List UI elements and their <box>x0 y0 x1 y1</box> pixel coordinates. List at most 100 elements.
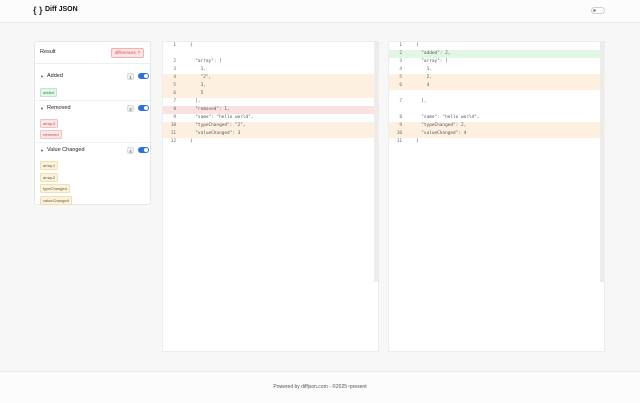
code-line: 6 4 <box>389 82 605 90</box>
line-text: "2", <box>190 75 212 80</box>
removed-item[interactable]: removed <box>40 130 62 139</box>
changed-item[interactable]: valueChanged <box>40 196 72 205</box>
line-text: "typeChanged": 2, <box>416 123 467 128</box>
code-line: 10 "typeChanged": "2", <box>163 122 379 130</box>
line-number: 2 <box>399 51 402 56</box>
line-number: 2 <box>173 59 176 64</box>
line-text: "added": 2, <box>416 51 451 56</box>
line-number: 10 <box>170 123 176 128</box>
section-changed-label: Value Changed <box>47 147 85 153</box>
line-text: 2, <box>416 75 432 80</box>
app-title: Diff JSON <box>45 6 78 13</box>
code-line: 10 "valueChanged": 4 <box>389 130 605 138</box>
line-text: { <box>416 43 419 48</box>
line-number: 3 <box>399 59 402 64</box>
section-added-toggle[interactable] <box>138 73 149 79</box>
chevron-down-icon: ▼ <box>40 74 44 79</box>
theme-toggle[interactable] <box>591 7 605 14</box>
code-line: 2 "array": [ <box>163 58 379 66</box>
section-added-count: 1 <box>127 73 134 80</box>
code-line: 9 "same": "hello world", <box>163 114 379 122</box>
section-divider <box>35 142 150 143</box>
line-text: "removed": 1, <box>190 107 230 112</box>
line-text: 1, <box>190 67 206 72</box>
section-changed-header[interactable]: ▼ Value Changed 4 <box>35 144 150 157</box>
differences-badge: differences: 7 <box>111 48 145 58</box>
code-line: 5 2, <box>389 74 605 82</box>
line-number: 10 <box>396 131 402 136</box>
vertical-scrollbar[interactable] <box>600 42 604 282</box>
line-text: "valueChanged": 4 <box>416 131 467 136</box>
code-line: 7 ], <box>163 98 379 106</box>
logo-braces-icon: { } <box>33 5 43 15</box>
line-number: 9 <box>399 123 402 128</box>
left-json-editor[interactable]: 1{ 2 "array": [ 3 1, 4 "2", 5 3, 6 5 7 ]… <box>162 41 379 352</box>
line-text: "array": [ <box>190 59 222 64</box>
line-text: 4 <box>416 83 430 88</box>
line-text: "same": "hello world", <box>190 115 254 120</box>
chevron-down-icon: ▼ <box>40 148 44 153</box>
code-line: 5 3, <box>163 82 379 90</box>
line-number: 7 <box>399 99 402 104</box>
line-number: 11 <box>396 139 402 144</box>
line-number: 11 <box>170 131 176 136</box>
section-added-header[interactable]: ▼ Added 1 <box>35 70 150 83</box>
code-line: 3 "array": [ <box>389 58 605 66</box>
line-number: 1 <box>173 43 176 48</box>
vertical-scrollbar[interactable] <box>374 42 378 282</box>
line-number: 8 <box>173 107 176 112</box>
line-text: ], <box>190 99 201 104</box>
code-line: 6 5 <box>163 90 379 98</box>
footer-text: Powered by diffjson.com - ©2025~present <box>273 384 367 390</box>
line-text: 5 <box>190 91 204 96</box>
code-line: 8 "removed": 1, <box>163 106 379 114</box>
chevron-down-icon: ▼ <box>40 106 44 111</box>
line-number: 6 <box>173 91 176 96</box>
section-removed-header[interactable]: ▼ Removed 2 <box>35 102 150 115</box>
line-text: } <box>190 139 193 144</box>
section-added-label: Added <box>47 73 63 79</box>
removed-item[interactable]: array.3 <box>40 119 59 128</box>
code-line: 4 1, <box>389 66 605 74</box>
line-text: ], <box>416 99 427 104</box>
line-text: { <box>190 43 193 48</box>
toggle-knob-icon <box>144 106 148 110</box>
toggle-knob-icon <box>593 9 596 12</box>
line-text: "array": [ <box>416 59 448 64</box>
line-number: 1 <box>399 43 402 48</box>
line-number: 8 <box>399 115 402 120</box>
section-removed-count: 2 <box>127 105 134 112</box>
line-text: } <box>416 139 419 144</box>
added-item[interactable]: added <box>40 88 58 97</box>
code-line: 12} <box>163 138 379 146</box>
code-line: 1{ <box>163 42 379 50</box>
line-number: 4 <box>173 75 176 80</box>
code-line: 1{ <box>389 42 605 50</box>
section-removed-label: Removed <box>47 105 71 111</box>
line-text: "valueChanged": 3 <box>190 131 241 136</box>
section-removed-toggle[interactable] <box>138 105 149 111</box>
line-text: 1, <box>416 67 432 72</box>
line-number: 4 <box>399 67 402 72</box>
line-number: 6 <box>399 83 402 88</box>
page-footer: Powered by diffjson.com - ©2025~present <box>0 371 640 403</box>
line-number: 5 <box>173 83 176 88</box>
code-line: 8 "same": "hello world", <box>389 114 605 122</box>
code-line: 3 1, <box>163 66 379 74</box>
result-label: Result <box>40 49 56 55</box>
line-number: 5 <box>399 75 402 80</box>
section-changed-count: 4 <box>127 147 134 154</box>
section-changed-toggle[interactable] <box>138 147 149 153</box>
changed-item[interactable]: typeChanged <box>40 184 70 193</box>
right-json-editor[interactable]: 1{ 2 "added": 2, 3 "array": [ 4 1, 5 2, … <box>388 41 605 352</box>
diff-summary-panel: Result differences: 7 ▼ Added 1 added ▼ … <box>34 41 151 205</box>
code-line: 9 "typeChanged": 2, <box>389 122 605 130</box>
line-number: 7 <box>173 99 176 104</box>
changed-item[interactable]: array.1 <box>40 161 59 170</box>
line-number: 12 <box>170 139 176 144</box>
section-divider <box>35 100 150 101</box>
line-text: 3, <box>190 83 206 88</box>
changed-item[interactable]: array.2 <box>40 173 59 182</box>
code-line: 11} <box>389 138 605 146</box>
code-line: 4 "2", <box>163 74 379 82</box>
